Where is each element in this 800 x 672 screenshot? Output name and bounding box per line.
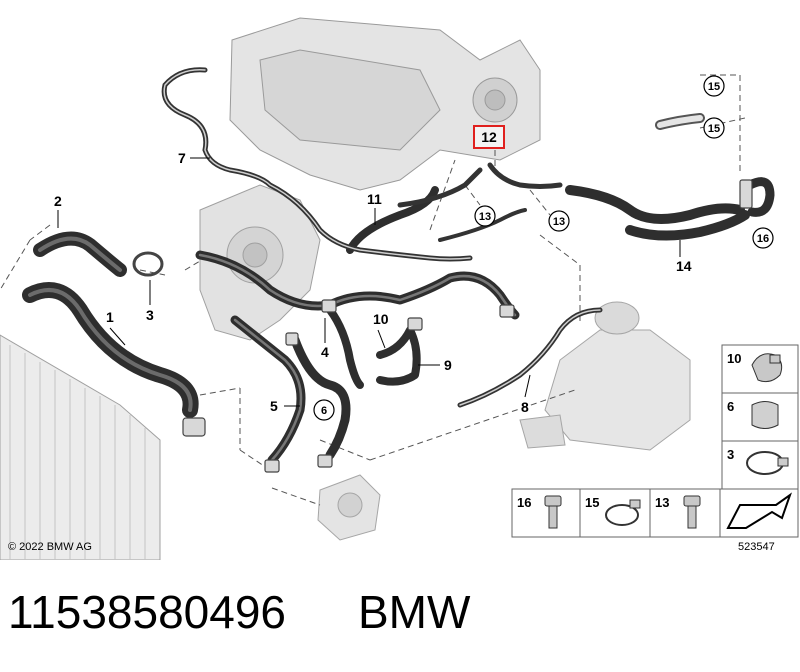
clamps [132,179,753,473]
callout-15a: 15 [708,81,720,93]
highlight-part-12: 12 [473,125,505,149]
callout-9: 9 [444,357,452,373]
hoses [22,177,775,465]
callout-10: 10 [373,311,389,327]
brand-name: BMW [358,586,471,638]
legend-label-13: 13 [655,495,669,510]
callout-4: 4 [321,344,329,360]
callout-13b: 13 [553,216,565,228]
callout-13a: 13 [479,211,491,223]
expansion-tank [519,301,691,451]
callout-labels: 1 2 3 4 5 7 8 9 10 11 14 [54,150,692,415]
legend-label-6: 6 [727,399,734,414]
callout-14: 14 [676,258,692,274]
bolt-16-icon [544,495,562,529]
leader-lines [0,74,746,506]
direction-arrow-icon [726,492,792,529]
parts-diagram: 1 2 3 4 5 7 8 9 10 11 14 6 13 13 15 15 [0,17,799,560]
pipes [161,67,705,408]
legend-label-3: 3 [727,447,734,462]
legend-label-15: 15 [585,495,599,510]
callout-1: 1 [106,309,114,325]
callout-15b: 15 [708,123,720,135]
callout-8: 8 [521,399,529,415]
callout-12: 12 [481,129,497,145]
hose-clamp-3-icon [746,451,789,475]
bracket-6-icon [751,401,779,429]
clip-10-icon [751,353,783,383]
callout-leaders [57,157,681,407]
callout-6: 6 [321,405,327,417]
callout-7: 7 [178,150,186,166]
legend-label-16: 16 [517,495,531,510]
bolt-13-icon [683,495,701,529]
coolant-pump [317,474,381,541]
engine-head [229,17,541,191]
legend-label-10: 10 [727,351,741,366]
legend-vertical: 10 6 3 [721,344,799,490]
callout-11: 11 [367,191,382,207]
diagram-id: 523547 [738,541,775,553]
callout-5: 5 [270,398,278,414]
part-number: 11538580496 [8,586,286,638]
callout-3: 3 [146,307,154,323]
callout-2: 2 [54,193,62,209]
clamp-15-icon [605,499,641,526]
callout-16: 16 [757,233,769,245]
circled-callouts: 6 13 13 15 15 16 [313,75,774,421]
copyright-notice: © 2022 BMW AG [8,541,92,553]
radiator [0,334,161,560]
legend-horizontal: 16 15 13 [511,488,799,538]
